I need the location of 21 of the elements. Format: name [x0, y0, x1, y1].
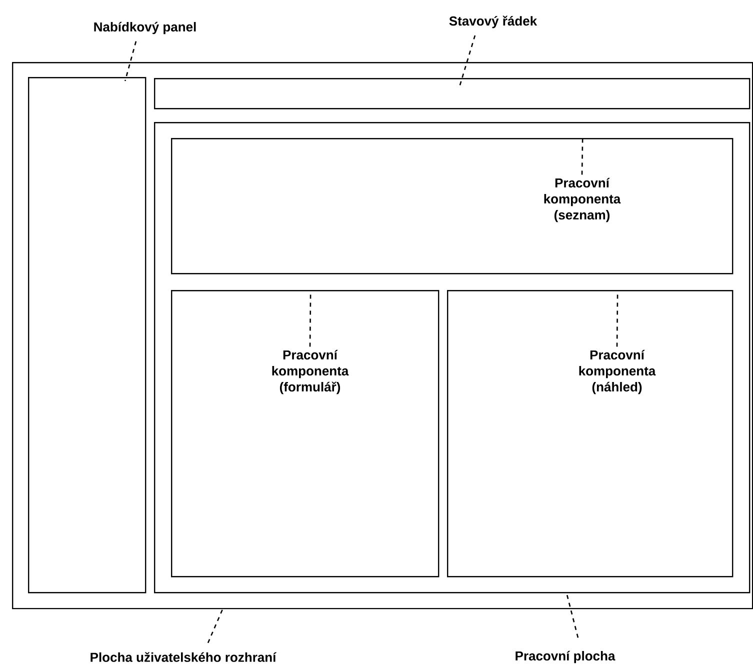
component-box	[171, 138, 734, 274]
screen-frame	[12, 62, 753, 610]
leader-line	[309, 290, 312, 347]
component-box	[447, 290, 734, 578]
callout-label: Stavový řádek	[449, 16, 538, 28]
callout-label: Nabídkový panel	[94, 22, 196, 34]
leader-line	[566, 593, 579, 638]
component-label: Pracovní komponenta (seznam)	[544, 178, 621, 222]
leader-line	[616, 290, 618, 347]
callout-label: Pracovní plocha	[516, 650, 616, 664]
workspace-panel	[154, 122, 750, 594]
component-label: Pracovní komponenta (formulář)	[272, 350, 349, 394]
leader-line	[124, 41, 137, 82]
callout-label: Plocha uživatelského rozhraní	[90, 652, 277, 662]
status-bar	[154, 78, 750, 110]
menu-panel	[28, 77, 146, 594]
component-label: Pracovní komponenta (náhled)	[579, 350, 656, 394]
component-box	[171, 290, 440, 578]
leader-line	[581, 138, 584, 175]
leader-line	[458, 35, 476, 88]
leader-line	[207, 608, 224, 644]
